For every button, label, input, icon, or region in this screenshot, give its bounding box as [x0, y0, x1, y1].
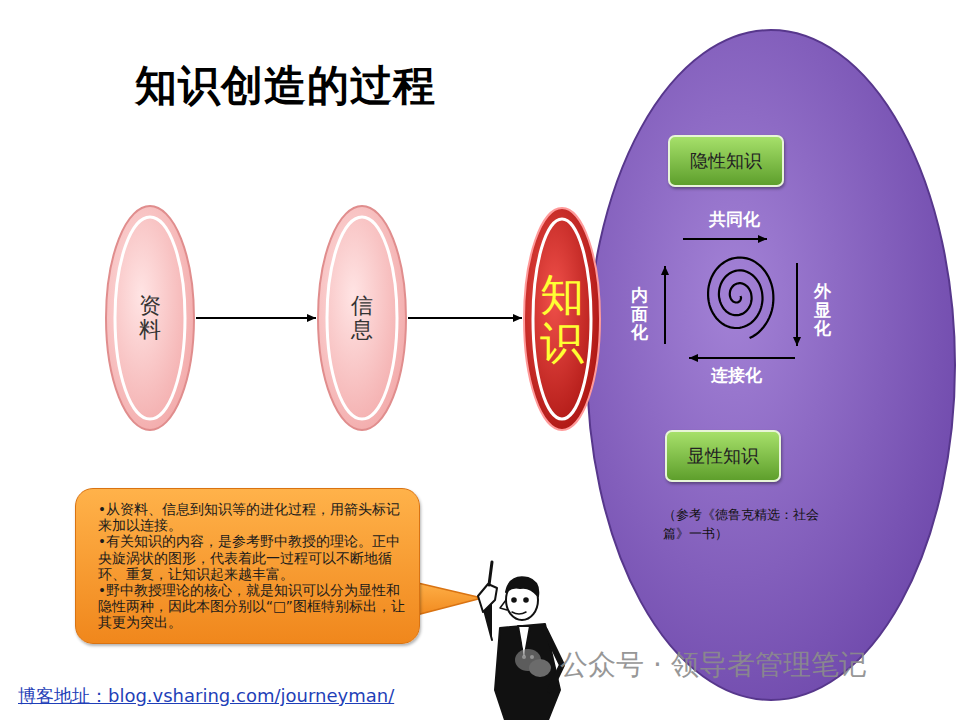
flow-arrow	[196, 317, 316, 319]
ellipse-outline	[587, 30, 955, 700]
cycle-label: 共同化	[709, 208, 760, 231]
ellipse-ring	[115, 217, 185, 419]
stage-ellipse: 资料	[104, 204, 196, 432]
cartoon-man	[478, 562, 562, 720]
stage-ellipse: 知识	[522, 206, 602, 432]
ellipse-ring	[327, 217, 397, 419]
cycle-arrow	[664, 266, 666, 344]
callout-text: •有关知识的内容，是参考野中教授的理论。正中央旋涡状的图形，代表着此一过程可以不…	[98, 533, 405, 582]
cycle-arrow	[689, 357, 795, 359]
callout-box: •从资料、信息到知识等的进化过程，用箭头标记来加以连接。•有关知识的内容，是参考…	[75, 488, 420, 644]
blog-address: 博客地址：blog.vsharing.com/journeyman/	[18, 684, 394, 708]
ellipse-outline	[318, 206, 406, 430]
stage-label: 信息	[351, 294, 373, 342]
wechat-icon	[515, 649, 551, 677]
knowledge-box: 显性知识	[665, 430, 781, 482]
box-label: 隐性知识	[690, 149, 762, 173]
cycle-label: 连接化	[711, 364, 762, 387]
stage-ellipse: 信息	[316, 204, 408, 432]
cycle-ellipse: 共同化外显化连接化 内面化 （参考《德鲁克精选：社会篇》一书） 隐性知识显性知识	[585, 28, 957, 702]
flow-arrow	[408, 317, 522, 319]
ellipse-outline	[524, 208, 600, 430]
ellipse-outline	[106, 206, 194, 430]
cycle-arrow	[796, 263, 798, 346]
spiral-line	[708, 258, 773, 339]
stage-label: 知识	[540, 271, 584, 368]
callout-text: •从资料、信息到知识等的进化过程，用箭头标记来加以连接。	[98, 501, 405, 533]
reference-note: （参考《德鲁克精选：社会篇》一书）	[663, 506, 835, 544]
cycle-label: 外显化	[814, 282, 831, 338]
knowledge-box: 隐性知识	[668, 135, 784, 187]
purple-ellipse	[585, 28, 957, 702]
title: 知识创造的过程	[135, 58, 436, 114]
box-label: 显性知识	[687, 444, 759, 468]
ellipse-ring	[533, 219, 591, 419]
cycle-arrow	[683, 238, 767, 240]
callout-text: •野中教授理论的核心，就是知识可以分为显性和隐性两种，因此本图分别以“□”图框特…	[98, 582, 405, 631]
cycle-spiral	[585, 28, 957, 702]
stage-label: 资料	[139, 294, 161, 342]
cycle-label: 内面化	[631, 286, 648, 342]
watermark: 公众号 · 领导者管理笔记	[560, 646, 867, 684]
